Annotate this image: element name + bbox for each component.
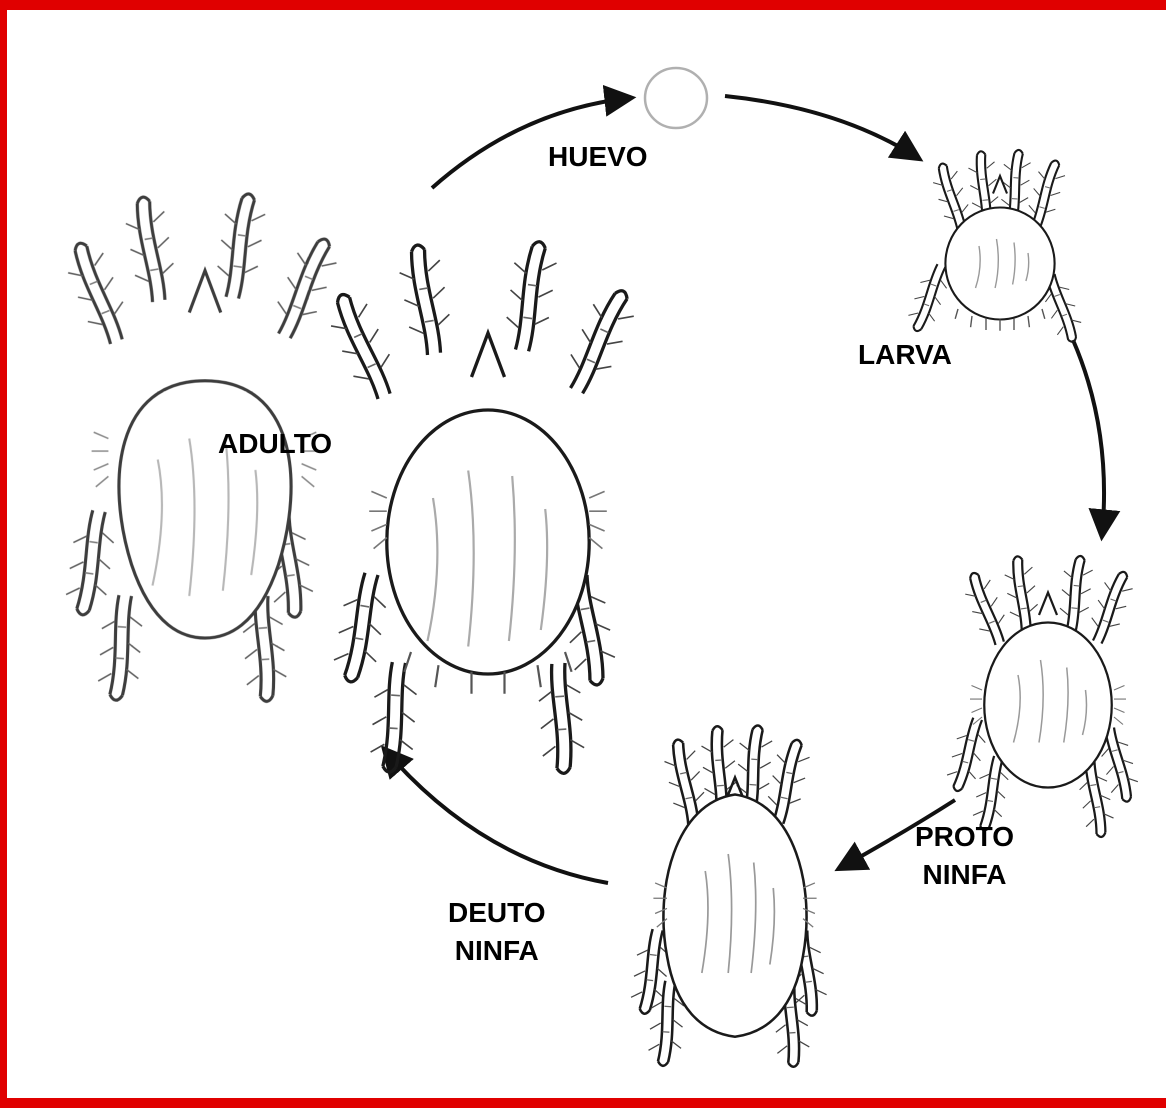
protonymph-label-line2: NINFA [915, 856, 1014, 894]
larva-label-text: LARVA [858, 339, 952, 370]
arrow-icon [385, 750, 608, 883]
egg-label-text: HUEVO [548, 141, 648, 172]
deutonymph-label-line1: DEUTO [448, 894, 546, 932]
adult-mite-icon [59, 191, 641, 775]
adult-label-text: ADULTO [218, 428, 332, 459]
protonymph-label-line1: PROTO [915, 818, 1014, 856]
deutonymph-label-line2: NINFA [448, 932, 546, 970]
larva-mite-icon [904, 149, 1086, 346]
stage-label-egg: HUEVO [548, 138, 648, 176]
stage-label-larva: LARVA [858, 336, 952, 374]
arrow-icon [725, 96, 918, 158]
stage-label-adult: ADULTO [218, 425, 332, 463]
protonymph-mite-icon [944, 554, 1142, 839]
stage-label-deutonymph: DEUTO NINFA [448, 894, 546, 970]
egg-icon [645, 68, 707, 128]
stage-label-protonymph: PROTO NINFA [915, 818, 1014, 894]
deutonymph-mite-icon [629, 724, 829, 1068]
arrow-icon [1073, 340, 1104, 535]
